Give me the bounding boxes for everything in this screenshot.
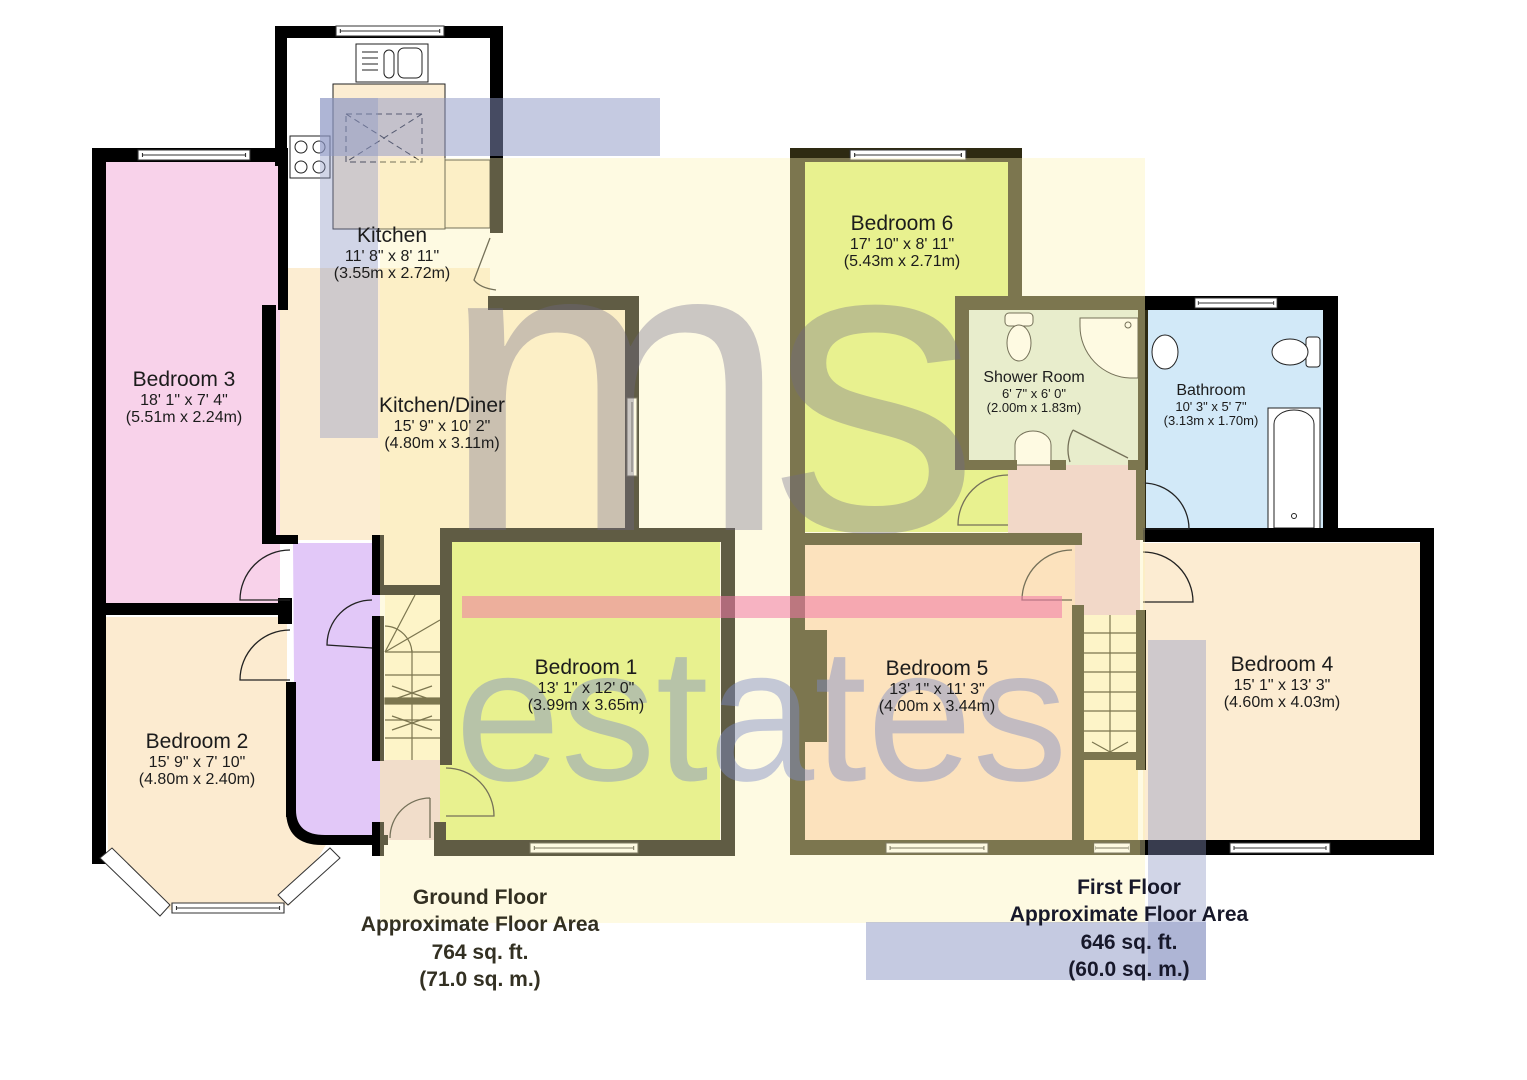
kitchen-door bbox=[473, 237, 497, 291]
kitchen-window bbox=[335, 25, 445, 37]
bedroom-5-window bbox=[885, 842, 989, 854]
room-label-bedroom-5: Bedroom 5 13' 1" x 11' 3" (4.00m x 3.44m… bbox=[879, 657, 995, 716]
room-label-shower-room: Shower Room 6' 7" x 6' 0" (2.00m x 1.83m… bbox=[983, 369, 1084, 416]
hob-icon bbox=[289, 135, 331, 179]
room-name: Bathroom bbox=[1176, 382, 1246, 399]
room-size-imperial: 11' 8" x 8' 11" bbox=[344, 247, 440, 265]
porch-floor bbox=[380, 760, 440, 840]
floor-area-sqft: 646 sq. ft. bbox=[1080, 930, 1178, 954]
room-label-bedroom-1: Bedroom 1 13' 1" x 12' 0" (3.99m x 3.65m… bbox=[528, 656, 644, 715]
room-size-metric: (5.51m x 2.24m) bbox=[125, 409, 243, 427]
ground-stairs-lines bbox=[384, 594, 441, 760]
ground-doors bbox=[239, 237, 497, 839]
shower-wc-icon bbox=[1006, 324, 1032, 362]
bedroom-2-bay-window bbox=[171, 902, 285, 914]
room-size-metric: (3.99m x 3.65m) bbox=[527, 697, 645, 715]
room-size-metric: (4.80m x 2.40m) bbox=[138, 771, 256, 789]
kitchen-worktop-right bbox=[444, 159, 491, 229]
bathroom-door bbox=[1142, 482, 1190, 530]
kitchen-worktop bbox=[332, 83, 446, 230]
room-size-imperial: 17' 10" x 8' 11" bbox=[849, 235, 955, 253]
room-name: Bedroom 5 bbox=[885, 657, 989, 680]
room-label-bathroom: Bathroom 10' 3" x 5' 7" (3.13m x 1.70m) bbox=[1164, 382, 1259, 429]
room-size-metric: (2.00m x 1.83m) bbox=[986, 400, 1082, 416]
room-label-bedroom-6: Bedroom 6 17' 10" x 8' 11" (5.43m x 2.71… bbox=[844, 212, 960, 271]
bath-basin-icon bbox=[1271, 338, 1309, 366]
hall-cupboard-door bbox=[326, 599, 373, 649]
room-size-imperial: 13' 1" x 12' 0" bbox=[537, 679, 635, 697]
bedroom-6-door bbox=[957, 474, 1009, 526]
room-name: Bedroom 6 bbox=[850, 212, 954, 235]
room-name: Kitchen bbox=[356, 224, 428, 247]
bedroom-2-door bbox=[239, 629, 291, 681]
room-name: Bedroom 1 bbox=[534, 656, 638, 679]
room-size-imperial: 15' 9" x 7' 10" bbox=[148, 753, 246, 771]
bedroom-5-floor bbox=[805, 543, 1075, 841]
shower-basin-icon bbox=[1014, 430, 1052, 466]
room-label-bedroom-4: Bedroom 4 15' 1" x 13' 3" (4.60m x 4.03m… bbox=[1224, 653, 1340, 712]
floor-area-subtitle: Approximate Floor Area bbox=[360, 913, 600, 937]
bedroom-3-window bbox=[137, 149, 251, 161]
floor-title: First Floor bbox=[1077, 876, 1181, 899]
ground-floor-area-caption: Ground Floor Approximate Floor Area 764 … bbox=[361, 884, 599, 993]
room-size-metric: (3.13m x 1.70m) bbox=[1163, 413, 1259, 429]
floor-area-sqm: (71.0 sq. m.) bbox=[419, 967, 541, 991]
first-floor-plan bbox=[790, 148, 1434, 855]
kitchen-diner-side-window bbox=[626, 397, 638, 477]
floor-area-sqm: (60.0 sq. m.) bbox=[1068, 957, 1190, 981]
landing-window bbox=[1093, 842, 1131, 854]
bathroom-window bbox=[1194, 297, 1278, 309]
bedroom-4-door bbox=[1142, 551, 1194, 603]
room-name: Bedroom 4 bbox=[1230, 653, 1334, 676]
sink-icon bbox=[355, 43, 429, 83]
first-floor-area-caption: First Floor Approximate Floor Area 646 s… bbox=[1010, 874, 1248, 983]
room-size-metric: (4.00m x 3.44m) bbox=[878, 698, 996, 716]
first-doors bbox=[957, 429, 1194, 603]
room-size-metric: (4.80m x 3.11m) bbox=[384, 435, 500, 453]
room-label-kitchen: Kitchen 11' 8" x 8' 11" (3.55m x 2.72m) bbox=[334, 224, 450, 283]
room-size-imperial: 15' 1" x 13' 3" bbox=[1233, 676, 1331, 694]
bedroom-5-door bbox=[1021, 549, 1073, 601]
floor-area-subtitle: Approximate Floor Area bbox=[1009, 903, 1249, 927]
sanitary-fittings bbox=[1004, 312, 1321, 533]
room-size-imperial: 18' 1" x 7' 4" bbox=[140, 391, 228, 409]
bath-wc-icon bbox=[1151, 334, 1179, 370]
room-name: Bedroom 3 bbox=[132, 368, 236, 391]
room-name: Shower Room bbox=[983, 369, 1085, 386]
bay-side-windows bbox=[99, 847, 341, 917]
bedroom-3-door bbox=[239, 549, 291, 601]
room-size-imperial: 13' 1" x 11' 3" bbox=[889, 680, 985, 698]
bedroom-4-floor bbox=[1143, 543, 1421, 841]
bedroom-3-floor bbox=[105, 160, 280, 607]
room-size-imperial: 15' 9" x 10' 2" bbox=[393, 417, 491, 435]
hallway-floor bbox=[293, 543, 380, 838]
room-name: Kitchen/Diner bbox=[378, 394, 506, 417]
room-label-kitchen-diner: Kitchen/Diner 15' 9" x 10' 2" (4.80m x 3… bbox=[379, 394, 505, 453]
kitchen-diner-floor bbox=[275, 268, 632, 590]
front-door bbox=[389, 797, 431, 839]
shower-tray-icon bbox=[1079, 317, 1139, 379]
bedroom-4-window bbox=[1229, 842, 1331, 854]
room-label-bedroom-2: Bedroom 2 15' 9" x 7' 10" (4.80m x 2.40m… bbox=[139, 730, 255, 789]
shower-room-door bbox=[1067, 429, 1129, 463]
bedroom-1-door bbox=[445, 767, 495, 817]
first-stairs-lines bbox=[1082, 615, 1138, 753]
room-size-imperial: 10' 3" x 5' 7" bbox=[1175, 398, 1247, 414]
shower-wc-cistern bbox=[1004, 312, 1034, 327]
floor-title: Ground Floor bbox=[412, 886, 548, 909]
bedroom-2-floor bbox=[105, 617, 330, 910]
room-size-imperial: 6' 7" x 6' 0" bbox=[1001, 385, 1067, 401]
room-name: Bedroom 2 bbox=[145, 730, 249, 753]
room-label-bedroom-3: Bedroom 3 18' 1" x 7' 4" (5.51m x 2.24m) bbox=[126, 368, 242, 427]
room-size-metric: (5.43m x 2.71m) bbox=[843, 253, 961, 271]
room-size-metric: (3.55m x 2.72m) bbox=[333, 265, 451, 283]
bedroom-1-window bbox=[529, 842, 639, 854]
room-size-metric: (4.60m x 4.03m) bbox=[1223, 694, 1341, 712]
bedroom-6-window bbox=[849, 149, 967, 161]
floor-area-sqft: 764 sq. ft. bbox=[431, 940, 529, 964]
ground-floor-plan bbox=[92, 25, 735, 917]
first-cupboard-floor bbox=[1082, 760, 1138, 840]
